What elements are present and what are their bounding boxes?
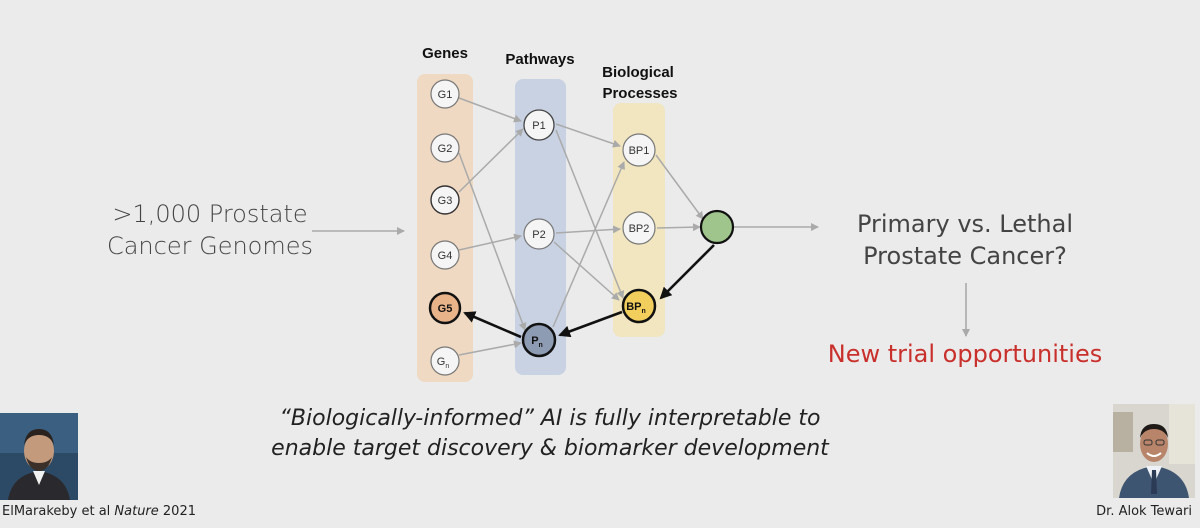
process-node-bp2 [622,211,656,245]
svg-text:P1: P1 [532,120,545,132]
gene-nodes: G1 G2 G3 G4 G5 Gn [428,79,462,376]
highlight-edges [463,244,715,339]
processes-title-1: Biological [602,64,674,81]
svg-text:P2: P2 [532,229,545,241]
output-node [699,209,735,245]
process-node-bp1 [622,133,656,167]
gene-node-g2 [430,133,460,163]
author-portrait [0,413,78,500]
author-photo [0,413,78,500]
slide-caption: “Biologically-informed” AI is fully inte… [230,404,870,464]
gene-node-g4 [430,240,460,270]
trial-opportunities: New trial opportunities [827,340,1103,368]
gene-node-g5 [428,291,462,325]
svg-text:G1: G1 [438,89,453,101]
gene-node-g3 [430,185,460,215]
genes-band [417,74,473,382]
svg-text:G4: G4 [438,250,453,262]
gene-node-gn [430,346,460,376]
caption-line-1: “Biologically-informed” AI is fully inte… [279,406,821,431]
gene-node-g1 [430,79,460,109]
input-line-1: >1,000 Prostate [112,200,308,228]
process-node-bpn [621,288,657,324]
svg-text:BP2: BP2 [629,223,650,235]
svg-text:Gn: Gn [437,356,450,370]
citation-journal: Nature [114,504,159,519]
input-description: >1,000 Prostate Cancer Genomes [60,198,360,262]
citation: ElMarakeby et al Nature 2021 [2,504,196,519]
svg-text:G2: G2 [438,143,453,155]
process-nodes: BP1 BP2 BPn [621,133,657,324]
pathway-node-p1 [523,109,555,141]
speaker-name: Dr. Alok Tewari [1096,504,1192,519]
speaker-portrait [1113,404,1195,498]
output-line-2: Prostate Cancer? [863,242,1067,270]
citation-authors: ElMarakeby et al [2,504,115,519]
processes-title-2: Processes [602,85,677,102]
input-line-2: Cancer Genomes [106,232,314,260]
output-question: Primary vs. Lethal Prostate Cancer? [830,208,1100,272]
genes-title: Genes [422,45,468,62]
svg-text:BP1: BP1 [629,145,650,157]
svg-text:BPn: BPn [626,301,646,315]
gray-edges [458,97,704,356]
pathways-title: Pathways [505,51,574,68]
pathway-node-pn [521,322,557,358]
citation-year: 2021 [158,504,196,519]
pathway-node-p2 [523,218,555,250]
caption-line-2: enable target discovery & biomarker deve… [271,436,829,461]
svg-text:Pn: Pn [531,335,543,349]
speaker-photo [1113,404,1195,498]
svg-text:G3: G3 [438,195,453,207]
output-line-1: Primary vs. Lethal [856,210,1074,238]
pathway-nodes: P1 P2 Pn [521,109,557,358]
svg-text:G5: G5 [438,303,453,315]
